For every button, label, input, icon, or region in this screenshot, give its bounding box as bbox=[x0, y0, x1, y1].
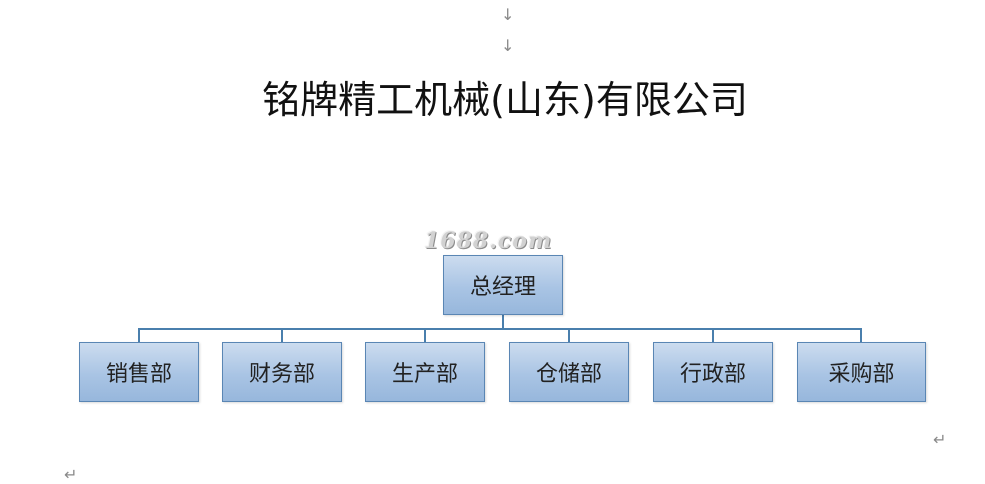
org-node-warehousing: 仓储部 bbox=[509, 342, 629, 402]
org-node-label: 财务部 bbox=[248, 362, 315, 387]
org-node-label: 行政部 bbox=[679, 362, 746, 387]
line-arrow-mark-2: ↓ bbox=[501, 36, 515, 55]
org-node-general-manager: 总经理 bbox=[443, 255, 563, 315]
org-node-production: 生产部 bbox=[365, 342, 485, 402]
company-title: 铭牌精工机械(山东)有限公司 bbox=[262, 78, 748, 122]
watermark-logo: 1688.com bbox=[424, 228, 553, 254]
paragraph-return-mark-left: ↵ bbox=[64, 465, 78, 484]
org-node-label: 生产部 bbox=[391, 362, 458, 387]
org-node-finance: 财务部 bbox=[222, 342, 342, 402]
org-node-label: 采购部 bbox=[828, 362, 895, 387]
line-arrow-mark-1: ↓ bbox=[501, 5, 515, 24]
org-node-administration: 行政部 bbox=[653, 342, 773, 402]
org-node-purchasing: 采购部 bbox=[797, 342, 926, 402]
paragraph-return-mark-right: ↵ bbox=[933, 430, 947, 449]
org-node-label: 总经理 bbox=[469, 275, 536, 300]
org-node-sales: 销售部 bbox=[79, 342, 199, 402]
org-node-label: 仓储部 bbox=[535, 362, 602, 387]
org-node-label: 销售部 bbox=[105, 362, 172, 387]
